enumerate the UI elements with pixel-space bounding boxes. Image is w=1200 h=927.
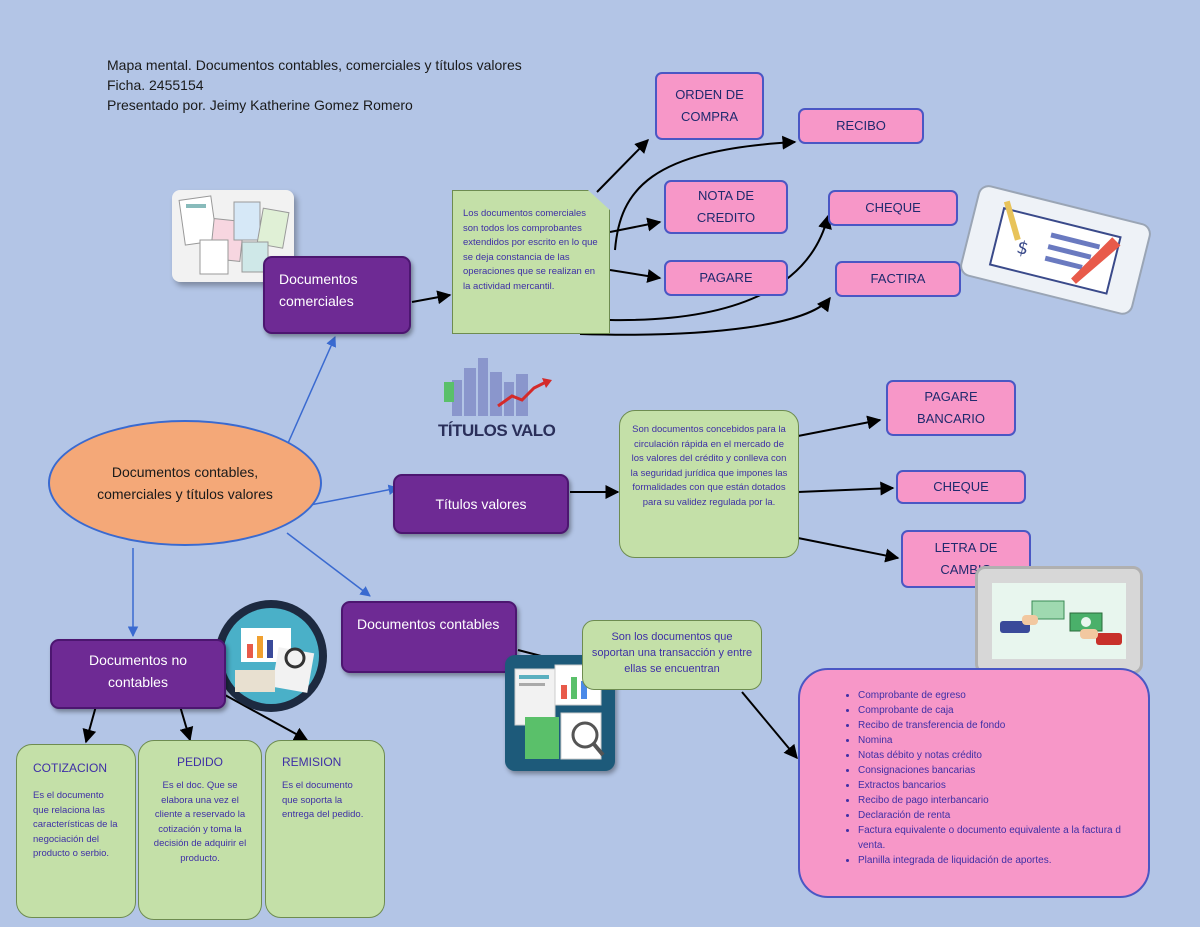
edge-desc-factira bbox=[579, 296, 831, 336]
map-header: Mapa mental. Documentos contables, comer… bbox=[107, 55, 522, 115]
node-documentos-comerciales[interactable]: Documentos comerciales bbox=[263, 256, 411, 334]
header-author: Presentado por. Jeimy Katherine Gomez Ro… bbox=[107, 97, 413, 113]
contables-list-item: Notas débito y notas crédito bbox=[858, 748, 1148, 763]
card-text: Es el documento que soporta la entrega d… bbox=[282, 780, 364, 821]
contables-description: Son los documentos que soportan una tran… bbox=[582, 620, 762, 690]
node-documentos-no-contables[interactable]: Documentos no contables bbox=[50, 639, 226, 709]
item-cheque[interactable]: CHEQUE bbox=[828, 190, 958, 226]
contables-list-item: Comprobante de egreso bbox=[858, 688, 1148, 703]
node-titulos-valores[interactable]: Títulos valores bbox=[393, 474, 569, 534]
titulos-valores-logo: TÍTULOS VALORES bbox=[438, 352, 556, 444]
svg-text:$: $ bbox=[1015, 237, 1031, 260]
header-ficha: Ficha. 2455154 bbox=[107, 77, 204, 93]
card-text: Es el doc. Que se elabora una vez el cli… bbox=[153, 780, 247, 864]
money-exchange-image bbox=[975, 566, 1143, 674]
edge-comerciales-desc bbox=[411, 290, 452, 305]
contables-list-item: Comprobante de caja bbox=[858, 703, 1148, 718]
edge-central-comerciales bbox=[284, 336, 336, 451]
titulos-logo-text: TÍTULOS VALORES bbox=[438, 421, 556, 440]
edge-central-titulos bbox=[309, 484, 400, 506]
contables-list-item: Factura equivalente o documento equivale… bbox=[858, 823, 1148, 853]
cheque-image: $ bbox=[958, 174, 1154, 322]
contables-list: Comprobante de egresoComprobante de caja… bbox=[800, 688, 1148, 868]
accounting-documents-image bbox=[505, 655, 615, 771]
edge-tdesc-letra bbox=[797, 537, 900, 563]
card-remision: REMISION Es el documento que soporta la … bbox=[265, 740, 385, 918]
card-title: COTIZACION bbox=[33, 761, 107, 775]
titulos-description: Son documentos concebidos para la circul… bbox=[619, 410, 799, 558]
edge-desc-orden bbox=[596, 139, 649, 193]
node-label: Títulos valores bbox=[435, 496, 527, 512]
central-topic-label: Documentos contables, comerciales y títu… bbox=[97, 464, 273, 502]
edge-cdesc-list bbox=[741, 691, 798, 760]
contables-list-card: Comprobante de egresoComprobante de caja… bbox=[798, 668, 1150, 898]
edge-desc-nota bbox=[609, 217, 662, 233]
edge-desc-pagare bbox=[609, 269, 662, 283]
edge-nc-remision bbox=[224, 694, 309, 741]
contables-list-item: Nomina bbox=[858, 733, 1148, 748]
comerciales-description: Los documentos comerciales son todos los… bbox=[452, 190, 610, 334]
node-label: Documentos contables bbox=[357, 616, 500, 632]
edge-tdesc-pagarebanc bbox=[797, 415, 882, 437]
card-title: PEDIDO bbox=[176, 755, 223, 769]
item-pagare-bancario[interactable]: PAGARE BANCARIO bbox=[886, 380, 1016, 436]
header-title: Mapa mental. Documentos contables, comer… bbox=[107, 57, 522, 73]
item-factira[interactable]: FACTIRA bbox=[835, 261, 961, 297]
edge-nc-pedido bbox=[179, 705, 194, 742]
edge-desc-cheque bbox=[609, 214, 832, 322]
item-recibo[interactable]: RECIBO bbox=[798, 108, 924, 144]
node-label: Documentos no contables bbox=[88, 652, 188, 690]
item-pagare[interactable]: PAGARE bbox=[664, 260, 788, 296]
contables-list-item: Recibo de transferencia de fondo bbox=[858, 718, 1148, 733]
edge-tdesc-cheque bbox=[797, 481, 895, 496]
contables-list-item: Consignaciones bancarias bbox=[858, 763, 1148, 778]
contables-list-item: Planilla integrada de liquidación de apo… bbox=[858, 853, 1148, 868]
card-cotizacion: COTIZACION Es el documento que relaciona… bbox=[16, 744, 136, 918]
documents-analysis-image bbox=[215, 600, 327, 712]
item-cheque-titulo[interactable]: CHEQUE bbox=[896, 470, 1026, 504]
node-documentos-contables[interactable]: Documentos contables bbox=[341, 601, 517, 673]
edge-desc-recibo bbox=[614, 135, 797, 251]
central-topic[interactable]: Documentos contables, comerciales y títu… bbox=[48, 420, 322, 546]
item-nota-de-credito[interactable]: NOTA DE CREDITO bbox=[664, 180, 788, 234]
card-pedido: PEDIDO Es el doc. Que se elabora una vez… bbox=[138, 740, 262, 920]
contables-list-item: Recibo de pago interbancario bbox=[858, 793, 1148, 808]
edge-nc-cotizacion bbox=[82, 705, 97, 744]
node-label: Documentos comerciales bbox=[279, 271, 358, 309]
card-text: Es el documento que relaciona las caract… bbox=[33, 790, 118, 860]
contables-list-item: Extractos bancarios bbox=[858, 778, 1148, 793]
card-title: REMISION bbox=[282, 755, 342, 769]
contables-list-item: Declaración de renta bbox=[858, 808, 1148, 823]
item-orden-de-compra[interactable]: ORDEN DE COMPRA bbox=[655, 72, 764, 140]
edge-central-contables bbox=[286, 532, 371, 597]
